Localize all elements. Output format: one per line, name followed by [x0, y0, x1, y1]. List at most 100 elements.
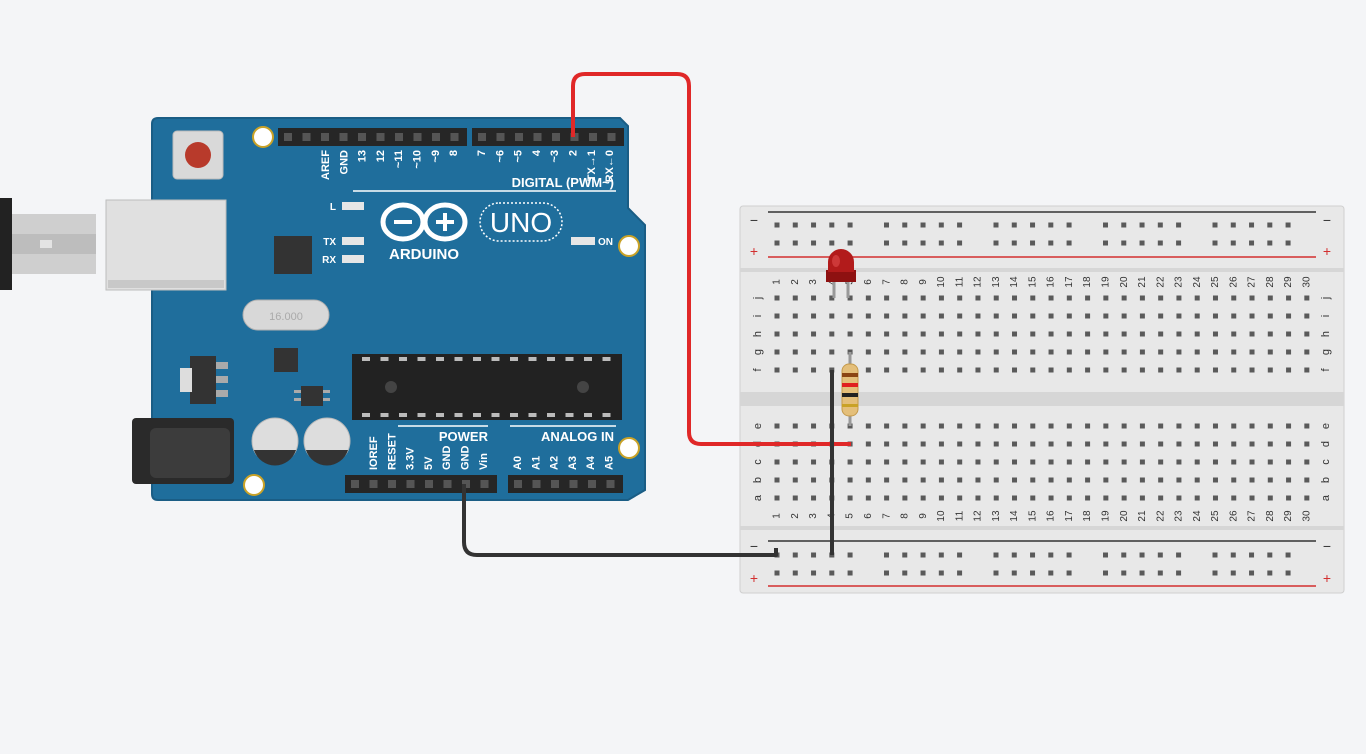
breadboard-hole[interactable]	[1048, 367, 1054, 373]
breadboard-hole[interactable]	[1249, 240, 1255, 246]
breadboard-hole[interactable]	[1285, 570, 1291, 576]
breadboard-hole[interactable]	[902, 295, 908, 301]
breadboard-hole[interactable]	[1286, 295, 1292, 301]
signal-wire-pin2[interactable]	[571, 72, 851, 446]
breadboard-hole[interactable]	[1249, 495, 1255, 501]
header-pin[interactable]	[478, 133, 486, 141]
breadboard-hole[interactable]	[957, 349, 963, 355]
breadboard-hole[interactable]	[993, 495, 999, 501]
breadboard-hole[interactable]	[1066, 495, 1072, 501]
breadboard-hole[interactable]	[1267, 423, 1273, 429]
breadboard-hole[interactable]	[1030, 349, 1036, 355]
breadboard-hole[interactable]	[1103, 222, 1108, 228]
breadboard-hole[interactable]	[902, 423, 908, 429]
breadboard-hole[interactable]	[1304, 423, 1310, 429]
breadboard-hole[interactable]	[1066, 222, 1072, 228]
header-pin[interactable]	[425, 480, 433, 488]
breadboard-hole[interactable]	[975, 495, 981, 501]
breadboard-hole[interactable]	[1230, 240, 1236, 246]
breadboard-hole[interactable]	[1139, 240, 1145, 246]
breadboard-hole[interactable]	[847, 313, 853, 319]
breadboard-hole[interactable]	[865, 441, 871, 447]
breadboard-hole[interactable]	[847, 570, 853, 576]
breadboard-hole[interactable]	[1267, 313, 1273, 319]
breadboard-hole[interactable]	[993, 240, 999, 246]
breadboard-hole[interactable]	[1012, 495, 1018, 501]
breadboard-hole[interactable]	[1048, 331, 1054, 337]
breadboard-hole[interactable]	[1048, 459, 1054, 465]
breadboard-hole[interactable]	[865, 367, 871, 373]
breadboard-hole[interactable]	[938, 367, 944, 373]
breadboard-hole[interactable]	[1103, 295, 1109, 301]
breadboard-hole[interactable]	[1157, 240, 1163, 246]
breadboard-hole[interactable]	[993, 222, 999, 228]
breadboard-hole[interactable]	[792, 240, 798, 246]
breadboard-hole[interactable]	[1158, 459, 1164, 465]
breadboard-hole[interactable]	[938, 331, 944, 337]
breadboard-hole[interactable]	[1030, 222, 1036, 228]
breadboard-hole[interactable]	[774, 331, 780, 337]
breadboard-hole[interactable]	[1121, 367, 1127, 373]
breadboard-hole[interactable]	[938, 570, 944, 576]
breadboard-hole[interactable]	[792, 367, 798, 373]
breadboard-hole[interactable]	[938, 313, 944, 319]
breadboard-hole[interactable]	[920, 331, 926, 337]
breadboard-hole[interactable]	[1267, 552, 1273, 558]
header-pin[interactable]	[413, 133, 422, 141]
header-pin[interactable]	[358, 133, 366, 141]
breadboard-hole[interactable]	[1194, 441, 1200, 447]
breadboard-hole[interactable]	[1012, 477, 1018, 483]
breadboard-hole[interactable]	[993, 459, 999, 465]
header-pin[interactable]	[443, 480, 452, 488]
breadboard-hole[interactable]	[1249, 423, 1255, 429]
breadboard-hole[interactable]	[920, 313, 926, 319]
breadboard-hole[interactable]	[847, 477, 853, 483]
breadboard-hole[interactable]	[993, 423, 999, 429]
breadboard-hole[interactable]	[1158, 441, 1164, 447]
breadboard-hole[interactable]	[1066, 295, 1072, 301]
header-pin[interactable]	[552, 133, 560, 141]
breadboard-hole[interactable]	[1176, 495, 1182, 501]
breadboard-hole[interactable]	[1066, 313, 1072, 319]
breadboard-hole[interactable]	[811, 570, 817, 576]
breadboard-hole[interactable]	[920, 222, 926, 228]
breadboard-hole[interactable]	[1066, 570, 1072, 576]
breadboard-hole[interactable]	[1048, 349, 1054, 355]
breadboard-hole[interactable]	[902, 331, 908, 337]
breadboard-hole[interactable]	[957, 441, 963, 447]
breadboard-hole[interactable]	[1085, 495, 1091, 501]
breadboard-hole[interactable]	[1176, 459, 1182, 465]
breadboard-hole[interactable]	[1139, 441, 1145, 447]
breadboard-hole[interactable]	[1304, 313, 1310, 319]
breadboard-hole[interactable]	[1158, 295, 1164, 301]
breadboard-hole[interactable]	[1304, 349, 1310, 355]
breadboard-hole[interactable]	[884, 459, 890, 465]
breadboard-hole[interactable]	[1249, 441, 1255, 447]
breadboard-hole[interactable]	[792, 495, 798, 501]
breadboard-hole[interactable]	[1030, 331, 1036, 337]
breadboard-hole[interactable]	[1176, 331, 1182, 337]
breadboard-hole[interactable]	[792, 331, 798, 337]
breadboard-hole[interactable]	[1103, 313, 1109, 319]
breadboard-hole[interactable]	[884, 570, 889, 576]
breadboard-hole[interactable]	[1194, 295, 1200, 301]
breadboard-hole[interactable]	[920, 295, 926, 301]
breadboard-hole[interactable]	[1249, 295, 1255, 301]
breadboard-hole[interactable]	[1212, 367, 1218, 373]
breadboard-hole[interactable]	[902, 459, 908, 465]
breadboard-hole[interactable]	[1030, 570, 1036, 576]
breadboard-hole[interactable]	[811, 367, 817, 373]
breadboard-hole[interactable]	[1103, 240, 1108, 246]
breadboard-hole[interactable]	[865, 423, 871, 429]
breadboard-hole[interactable]	[1158, 477, 1164, 483]
header-pin[interactable]	[376, 133, 385, 141]
breadboard-hole[interactable]	[957, 367, 963, 373]
breadboard-hole[interactable]	[1194, 313, 1200, 319]
breadboard-hole[interactable]	[1157, 222, 1163, 228]
breadboard-hole[interactable]	[1011, 222, 1017, 228]
breadboard-hole[interactable]	[1030, 295, 1036, 301]
breadboard-hole[interactable]	[1012, 349, 1018, 355]
breadboard-hole[interactable]	[884, 295, 890, 301]
breadboard-hole[interactable]	[1066, 423, 1072, 429]
breadboard-hole[interactable]	[1285, 552, 1291, 558]
